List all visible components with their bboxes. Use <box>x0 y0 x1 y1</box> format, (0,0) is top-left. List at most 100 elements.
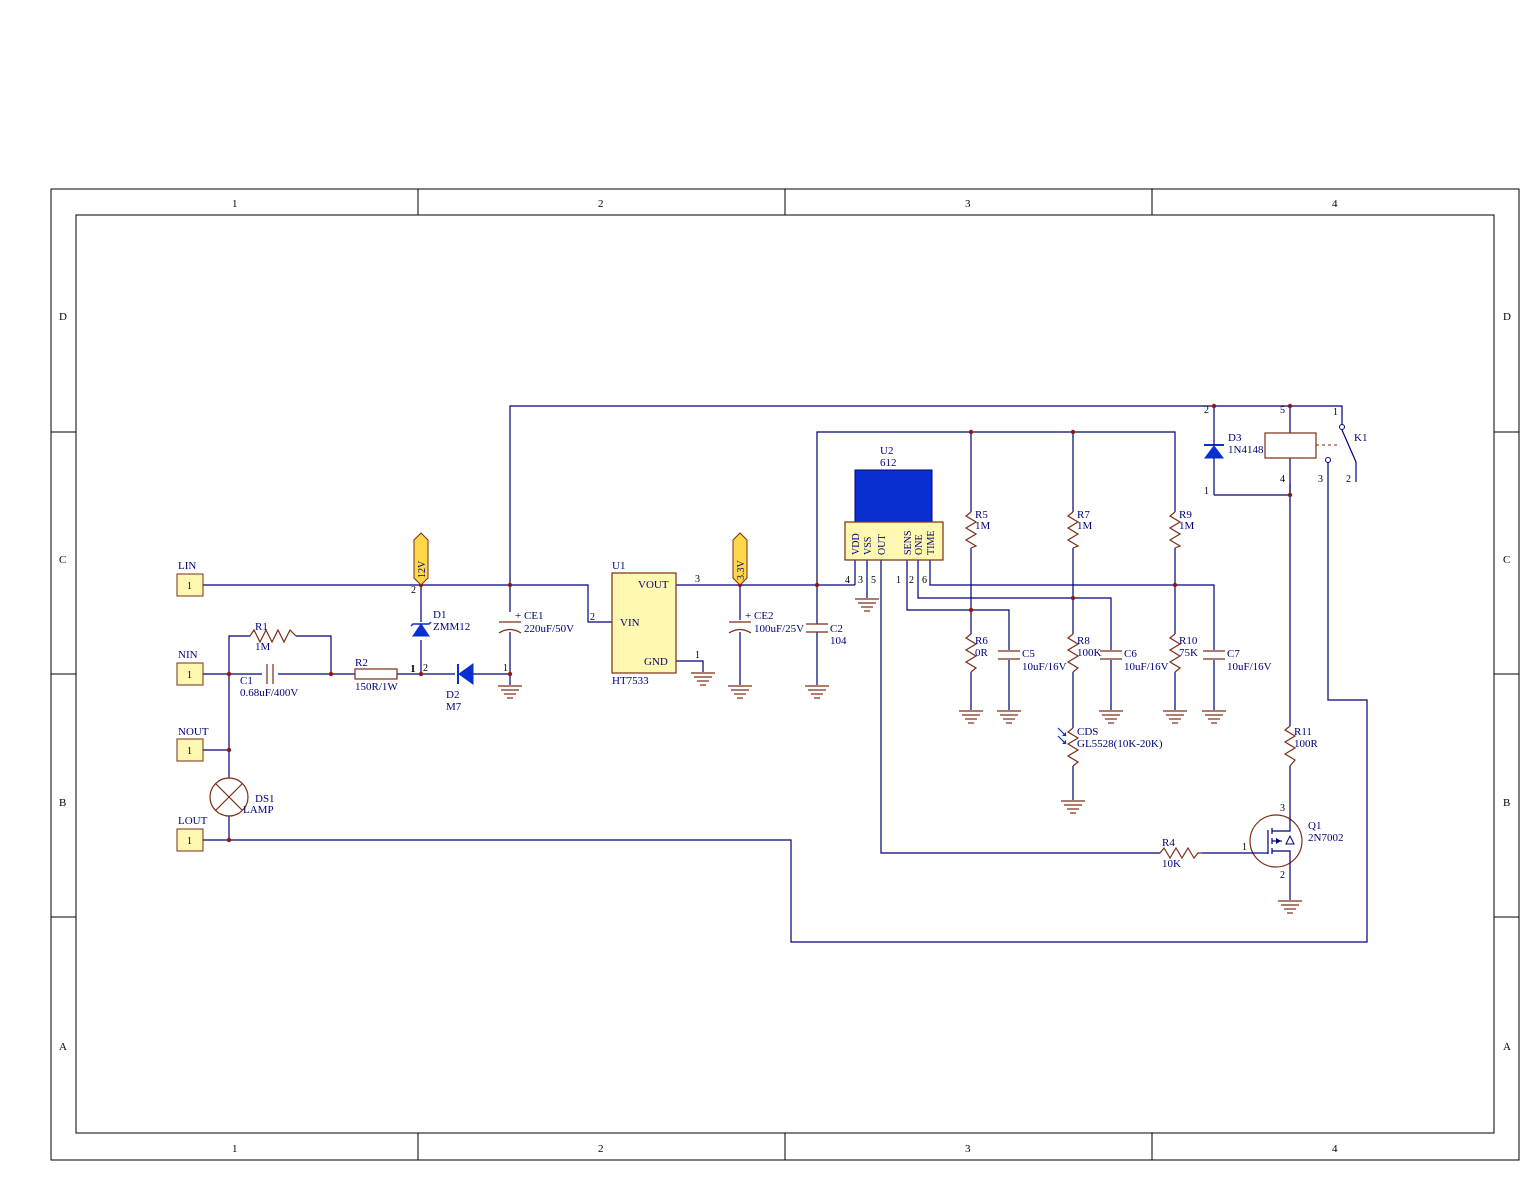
wires <box>203 405 1368 943</box>
r8-ref: R8 <box>1077 635 1090 647</box>
zone-col-4-bottom: 4 <box>1332 1143 1338 1155</box>
zone-col-2-top: 2 <box>598 198 604 210</box>
zone-row-d-left: D <box>59 311 67 323</box>
ce1-plus: + <box>515 610 521 622</box>
ce2-plus: + <box>745 610 751 622</box>
u2-pin-sens: SENS <box>903 531 914 555</box>
d3-pin-bot: 1 <box>1204 486 1209 497</box>
zone-col-4-top: 4 <box>1332 198 1338 210</box>
port-lin-pin: 1 <box>187 581 192 592</box>
r2-pin-right: 1 <box>410 664 415 675</box>
d2-pin-left: 2 <box>423 663 428 674</box>
u2-pin-num-3: 3 <box>858 575 863 586</box>
r1-value: 1M <box>255 641 271 653</box>
port-nin-pin: 1 <box>187 670 192 681</box>
zone-row-b-left: B <box>59 797 66 809</box>
zone-row-b-right: B <box>1503 797 1510 809</box>
r11-ref: R11 <box>1294 726 1312 738</box>
r7-ref: R7 <box>1077 509 1090 521</box>
regulator-u1: U1 HT7533 VOUT VIN GND 2 3 1 <box>590 560 700 687</box>
capacitor-ce2: + CE2 100uF/25V <box>728 610 804 635</box>
r11-value: 100R <box>1294 738 1319 750</box>
d3-pin-top: 2 <box>1204 405 1209 416</box>
ds1-value: LAMP <box>243 804 274 816</box>
net-label-12v: 12V <box>413 532 429 586</box>
d1-pin-bot: 1 <box>411 664 416 675</box>
r6-value: 0R <box>975 647 989 659</box>
ground-icon <box>691 672 715 686</box>
r10-value: 75K <box>1179 647 1198 659</box>
diode-d3: 2 1 D3 1N4148 <box>1204 405 1264 497</box>
port-lout: 1 LOUT <box>176 815 208 852</box>
q1-pin-g: 1 <box>1242 842 1247 853</box>
port-nout-pin: 1 <box>187 746 192 757</box>
c7-value: 10uF/16V <box>1227 661 1272 673</box>
zone-col-2-bottom: 2 <box>598 1143 604 1155</box>
c2-value: 104 <box>830 635 847 647</box>
c2-ref: C2 <box>830 623 843 635</box>
u1-pin-vin: VIN <box>620 617 640 629</box>
capacitor-c7: C7 10uF/16V <box>1203 648 1272 673</box>
q1-pin-d: 3 <box>1280 803 1285 814</box>
u2-pin-num-2: 2 <box>909 575 914 586</box>
cds-ref: CDS <box>1077 726 1098 738</box>
net-label-12v-text: 12V <box>417 560 428 578</box>
r2-value: 150R/1W <box>355 681 398 693</box>
diode-d1: 2 1 D1 ZMM12 <box>410 585 470 675</box>
zone-col-3-top: 3 <box>965 198 971 210</box>
u1-pin-vout: VOUT <box>638 579 669 591</box>
port-lout-pin: 1 <box>187 836 192 847</box>
c1-ref: C1 <box>240 675 253 687</box>
u1-value: HT7533 <box>612 675 649 687</box>
ground-icon <box>855 598 879 612</box>
ground-icon <box>1099 710 1123 724</box>
u2-pin-num-5: 5 <box>871 575 876 586</box>
u2-pin-out: OUT <box>877 534 888 555</box>
r2-ref: R2 <box>355 657 368 669</box>
c6-value: 10uF/16V <box>1124 661 1169 673</box>
port-nout-label: NOUT <box>178 726 209 738</box>
zone-row-a-right: A <box>1503 1041 1511 1053</box>
u2-pin-num-6: 6 <box>922 575 927 586</box>
cds-value: GL5528(10K-20K) <box>1077 738 1163 750</box>
capacitor-c5: C5 10uF/16V <box>998 648 1067 673</box>
port-lin: 1 LIN <box>176 560 204 597</box>
k1-pin-4: 4 <box>1280 474 1285 485</box>
r1-ref: R1 <box>255 621 268 633</box>
capacitor-c1: C1 0.68uF/400V <box>240 664 298 699</box>
ground-symbols <box>498 598 1302 914</box>
u2-pin-one: ONE <box>914 534 925 555</box>
ce1-ref: CE1 <box>524 610 544 622</box>
u1-pin-gnd: GND <box>644 656 668 668</box>
capacitor-ce1: + CE1 220uF/50V <box>498 610 574 635</box>
resistor-r4: R4 10K <box>1159 837 1202 870</box>
zone-labels: 1 2 3 4 1 2 3 4 D C B A D C B A <box>59 198 1511 1155</box>
q1-pin-s: 2 <box>1280 870 1285 881</box>
resistor-r10: R10 75K <box>1168 633 1198 673</box>
resistor-r5: R5 1M <box>964 509 991 549</box>
zone-row-d-right: D <box>1503 311 1511 323</box>
u2-pin-vdd: VDD <box>851 533 862 555</box>
ic-u2: U2 612 VDD VSS OUT SENS ONE TIME 4 3 5 1… <box>844 445 944 586</box>
u1-pin-gnd-num: 1 <box>695 650 700 661</box>
u2-pin-time: TIME <box>926 531 937 555</box>
resistor-r1: R1 1M <box>249 621 297 653</box>
zone-col-1-top: 1 <box>232 198 238 210</box>
mosfet-q1: Q1 2N7002 3 1 2 <box>1242 803 1343 881</box>
k1-pin-1: 1 <box>1333 407 1338 418</box>
ground-icon <box>1163 710 1187 724</box>
r5-value: 1M <box>975 520 991 532</box>
d3-ref: D3 <box>1228 432 1242 444</box>
u2-pin-num-4: 4 <box>845 575 850 586</box>
ce1-value: 220uF/50V <box>524 623 574 635</box>
k1-pin-5: 5 <box>1280 405 1285 416</box>
d2-pin-right: 1 <box>503 663 508 674</box>
r4-ref: R4 <box>1162 837 1175 849</box>
r9-value: 1M <box>1179 520 1195 532</box>
zone-col-1-bottom: 1 <box>232 1143 238 1155</box>
port-nout: 1 NOUT <box>176 726 209 762</box>
ground-icon <box>1061 800 1085 814</box>
resistor-r11: R11 100R <box>1283 725 1319 767</box>
port-nin: 1 NIN <box>176 649 204 686</box>
r9-ref: R9 <box>1179 509 1192 521</box>
